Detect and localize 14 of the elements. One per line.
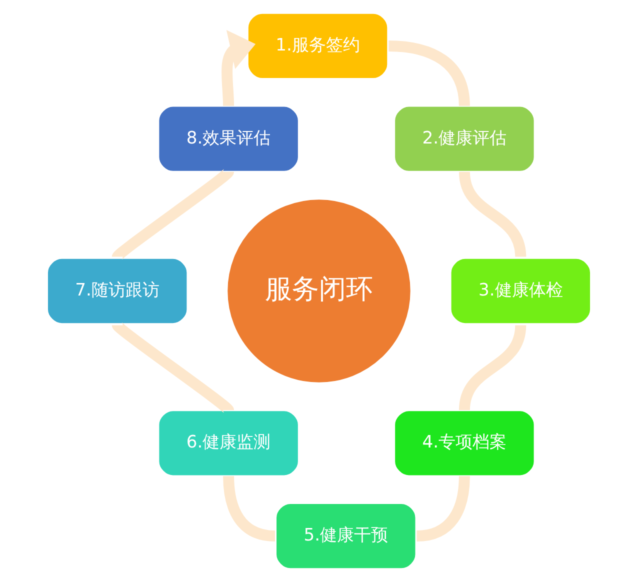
node-box: 5.健康干预 [274,502,418,570]
connector [113,322,233,414]
node-box: 1.服务签约 [246,12,389,80]
node-box: 8.效果评估 [157,104,300,173]
node-circle: 服务闭环 [226,198,412,384]
node-box: 4.专项档案 [393,409,536,478]
connector [458,171,526,258]
connector [113,168,233,260]
connector [388,40,470,106]
arrow [222,30,256,106]
node-box: 2.健康评估 [393,104,536,173]
node-box: 6.健康监测 [157,409,300,478]
node-box: 7.随访跟访 [46,257,189,325]
node-box: 3.健康体检 [449,257,592,325]
